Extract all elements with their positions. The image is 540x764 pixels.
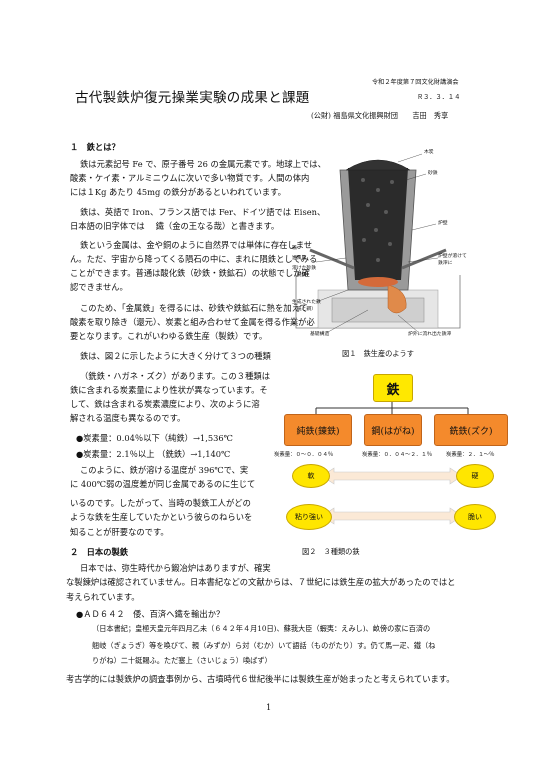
date: Ｒ３．３．１４ [417, 94, 461, 101]
charcoal-layer [348, 168, 408, 280]
label-tuyere: 送風管 [292, 256, 307, 261]
org-line: 令和２年度第７回文化財講演会 [372, 79, 459, 86]
label-outflow-slag: 炉外に流れ出た鉄滓 [408, 332, 452, 337]
label-wall-slag: 炉壁が溶けて鉄滓に [438, 254, 467, 266]
text-line: ことができます。普通は酸化鉄（砂鉄・鉄鉱石）の状態でしか確 [70, 268, 310, 278]
figure1-illustration: 木炭 砂鉄 炉壁 鞴 送風管 溶けた砂鉄（銑鉄） 炉壁が溶けて鉄滓に 生成された… [288, 140, 468, 340]
text-line: 考えられています。 [66, 592, 140, 602]
figure2-lines [315, 400, 469, 525]
label-bellows: 鞴 [292, 246, 297, 251]
text-line: （日本書紀；皇極天皇元年四月乙未（６４２年４月10日)、蘇我大臣（蝦夷：えみし)… [92, 624, 431, 633]
carbon-range-pure: 炭素量：０～０．０４％ [274, 452, 334, 458]
iron-top-box: 鉄 [373, 374, 413, 402]
label-molten: 溶けた砂鉄（銑鉄） [292, 266, 316, 278]
text-line: な製錬炉は確認されていません。日本書紀などの文献からは、７世紀には鉄生産の拡大が… [66, 577, 456, 587]
text-line: ●炭素量：2.1％以上 （銑鉄）→1,140℃ [76, 449, 231, 459]
text-line: 鉄という金属は、金や銅のように自然界では単体に存在しませ [80, 240, 313, 250]
text-line: 解される温度も異なるのです。 [70, 413, 186, 423]
slag-flow [387, 284, 407, 314]
label-produced-iron: 生成された鉄（銑と鋼） [292, 300, 321, 312]
figure1-caption: 図１ 鉄生産のようす [342, 349, 414, 358]
prop-tough: 粘り強い [286, 504, 332, 530]
page-title: 古代製鉄炉復元操業実験の成果と課題 [75, 90, 310, 106]
text-line: ん。ただ、宇宙から降ってくる隕石の中に、まれに隕鉄としてみる [70, 254, 318, 264]
text-line: このように、鉄が溶ける温度が 396℃で、実 [80, 465, 249, 475]
text-line: 酸素・ケイ素・アルミニウムに次いで多い物質です。人間の体内 [70, 173, 310, 183]
tuyere-right [401, 248, 447, 270]
figure2-diagram: 鉄 純鉄(錬鉄) 鋼(はがね) 銑鉄(ズク) 炭素量：０～０．０４％ 炭素量：０… [274, 368, 512, 548]
carbon-range-steel: 炭素量：０．０４～２．１％ [362, 452, 433, 458]
text-line: ●炭素量：0.04％以下（純鉄）→1,536℃ [76, 433, 233, 443]
label-iron-sand: 砂鉄 [428, 171, 438, 176]
prop-hard: 硬 [456, 464, 494, 488]
page-number: 1 [266, 702, 272, 712]
carbon-range-pig: 炭素量：２．１～％ [446, 452, 495, 458]
text-line: 考古学的には製鉄炉の調査事例から、古墳時代６世紀後半には製鉄生産が始まったと考え… [66, 674, 455, 684]
text-line: 認できません。 [70, 282, 128, 292]
label-charcoal: 木炭 [424, 150, 434, 155]
text-line: 鉄に含まれる炭素量により性状が異なっています。そ [70, 385, 268, 395]
text-line: 翹岐（ぎょうぎ）等を喚びて、親（みずか）ら対（むか）いて語話（ものがたり）す。仍… [92, 641, 436, 650]
text-line: 要となります。これがいわゆる鉄生産（製鉄）です。 [70, 331, 268, 341]
text-line: 酸素を取り除き（還元）、炭素と組み合わせて金属を得る作業が必 [70, 317, 315, 327]
text-line: このため、「金属鉄」を得るには、砂鉄や鉄鉱石に熱を加えて [80, 303, 308, 313]
molten-iron [358, 277, 398, 287]
text-line: ●ＡＤ６４２ 倭、百済へ鐵を輸出か？ [76, 609, 225, 619]
text-line: 日本語の旧字体では 鐵（金の王なる哉）と書きます。 [70, 221, 280, 231]
prop-brittle: 脆い [454, 504, 496, 530]
tuyere-left [309, 248, 355, 270]
type-box-steel: 鋼(はがね) [364, 414, 422, 446]
section1-heading: １ 鉄とは？ [70, 142, 120, 152]
label-furnace-wall: 炉壁 [438, 221, 448, 226]
text-line: には１Kg あたり 45mg の鉄分があるといわれています。 [70, 187, 286, 197]
prop-soft: 軟 [292, 464, 330, 488]
text-line: （銑鉄・ハガネ・ズク）があります。この３種類は [80, 371, 271, 381]
text-line: りがね）二十鋌賜ふ。ただ塞上（さいじょう）喚ばず） [92, 656, 272, 665]
section2-heading: ２ 日本の製鉄 [70, 547, 129, 557]
text-line: して、鉄は含まれる炭素濃度により、次のように溶 [70, 399, 260, 409]
text-line: 鉄は元素記号 Fe で、原子番号 26 の金属元素です。地球上では、 [80, 159, 326, 169]
author-line: (公財) 福島県文化振興財団 吉田 秀享 [311, 111, 449, 120]
text-line: 日本では、弥生時代から鍛冶炉はありますが、確実 [80, 563, 271, 573]
type-box-pig-iron: 銑鉄(ズク) [434, 414, 508, 446]
text-line: ような鉄を生産していたかという彼らのねらいを [70, 512, 253, 522]
type-box-pure-iron: 純鉄(錬鉄) [284, 414, 352, 446]
charcoal-top [345, 159, 411, 171]
text-line: 鉄は、英語で Iron、フランス語では Fer、ドイツ語では Eisen、 [80, 207, 326, 217]
foundation-core [331, 297, 425, 323]
furnace-diagram [295, 153, 461, 333]
text-line: 鉄は、図２に示したように大きく分けて３つの種類 [80, 351, 271, 361]
text-line: いるのです。したがって、当時の製鉄工人がどの [70, 498, 251, 508]
figure2-caption: 図２ ３種類の鉄 [302, 547, 360, 556]
text-line: に 400℃弱の温度差が同じ金属であるのに生じて [70, 479, 256, 489]
text-line: 知ることが肝要なのです。 [70, 527, 169, 537]
label-foundation: 基礎構造 [310, 332, 330, 337]
